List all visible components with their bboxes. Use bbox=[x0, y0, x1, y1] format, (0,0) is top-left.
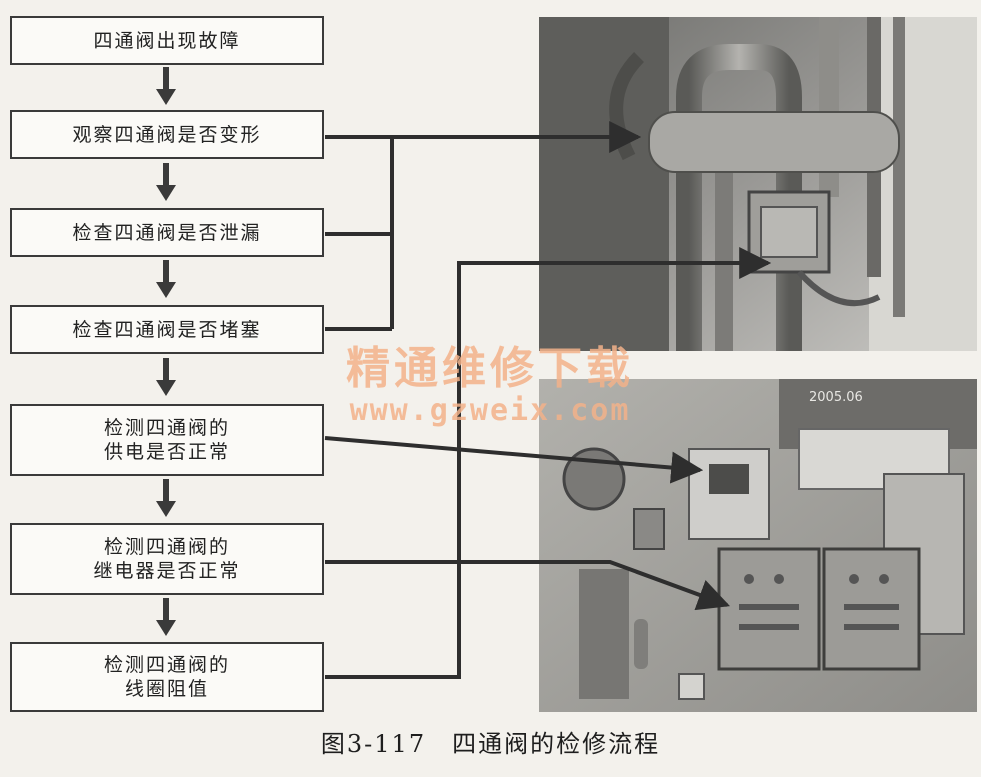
flow-step-check-leak: 检查四通阀是否泄漏 bbox=[10, 208, 324, 257]
down-arrow-icon bbox=[156, 67, 176, 105]
flow-step-label-line1: 检测四通阀的 bbox=[103, 417, 230, 439]
flow-step-label: 检查四通阀是否堵塞 bbox=[72, 318, 262, 341]
board-date-stamp: 2005.06 bbox=[809, 390, 863, 405]
down-arrow-icon bbox=[156, 598, 176, 636]
flow-step-check-power: 检测四通阀的 供电是否正常 bbox=[10, 404, 324, 476]
flow-step-check-coil: 检测四通阀的 线圈阻值 bbox=[10, 642, 324, 712]
flow-step-label-line1: 检测四通阀的 bbox=[103, 536, 230, 558]
control-board-photo: 2005.06 bbox=[539, 379, 977, 712]
down-arrow-icon bbox=[156, 479, 176, 517]
four-way-valve-photo bbox=[539, 17, 977, 351]
flow-step-fault: 四通阀出现故障 bbox=[10, 16, 324, 65]
down-arrow-icon bbox=[156, 358, 176, 396]
flow-step-check-blockage: 检查四通阀是否堵塞 bbox=[10, 305, 324, 354]
flow-step-label: 检查四通阀是否泄漏 bbox=[72, 221, 262, 244]
flow-step-label-line2: 线圈阻值 bbox=[124, 678, 209, 700]
figure-caption: 图3-117 四通阀的检修流程 bbox=[320, 730, 661, 758]
flow-step-label-line2: 继电器是否正常 bbox=[93, 560, 241, 582]
flow-step-label-line1: 检测四通阀的 bbox=[103, 654, 230, 676]
down-arrow-icon bbox=[156, 260, 176, 298]
flow-step-label-line2: 供电是否正常 bbox=[103, 441, 230, 463]
flow-step-check-relay: 检测四通阀的 继电器是否正常 bbox=[10, 523, 324, 595]
down-arrow-icon bbox=[156, 163, 176, 201]
flow-step-label: 观察四通阀是否变形 bbox=[72, 123, 262, 146]
flow-step-check-deformation: 观察四通阀是否变形 bbox=[10, 110, 324, 159]
flow-step-label: 四通阀出现故障 bbox=[93, 29, 241, 52]
